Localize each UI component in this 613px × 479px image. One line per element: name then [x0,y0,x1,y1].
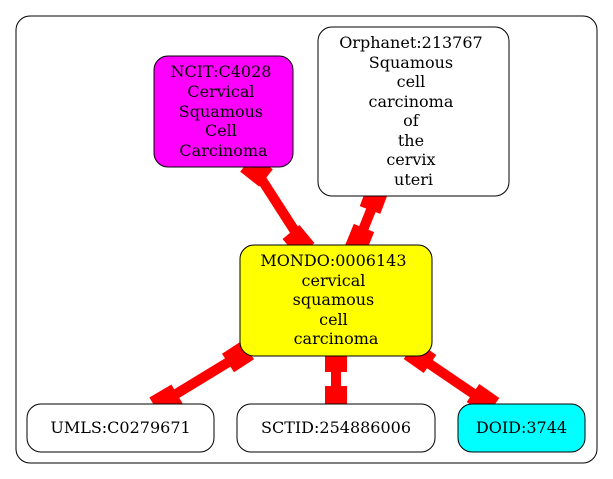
node-box [317,26,510,197]
node-label: NCIT:C4028 Cervical Squamous Cell Carcin… [170,62,276,160]
node-label: UMLS:C0279671 [50,418,190,437]
node-box [26,403,215,453]
node-box [153,55,294,168]
node-label: Orphanet:213767 Squamous cell carcinoma … [339,33,488,189]
node-label: SCTID:254886006 [261,418,411,437]
node-box [457,403,586,453]
node-sctid[interactable]: SCTID:254886006 [236,403,436,453]
node-umls[interactable]: UMLS:C0279671 [26,403,215,453]
node-orphanet[interactable]: Orphanet:213767 Squamous cell carcinoma … [317,26,510,197]
node-box [239,244,433,357]
node-doid[interactable]: DOID:3744 [457,403,586,453]
node-box [236,403,436,453]
node-label: DOID:3744 [476,418,567,437]
node-ncit[interactable]: NCIT:C4028 Cervical Squamous Cell Carcin… [153,55,294,168]
node-mondo[interactable]: MONDO:0006143 cervical squamous cell car… [239,244,433,357]
node-label: MONDO:0006143 cervical squamous cell car… [260,251,411,348]
